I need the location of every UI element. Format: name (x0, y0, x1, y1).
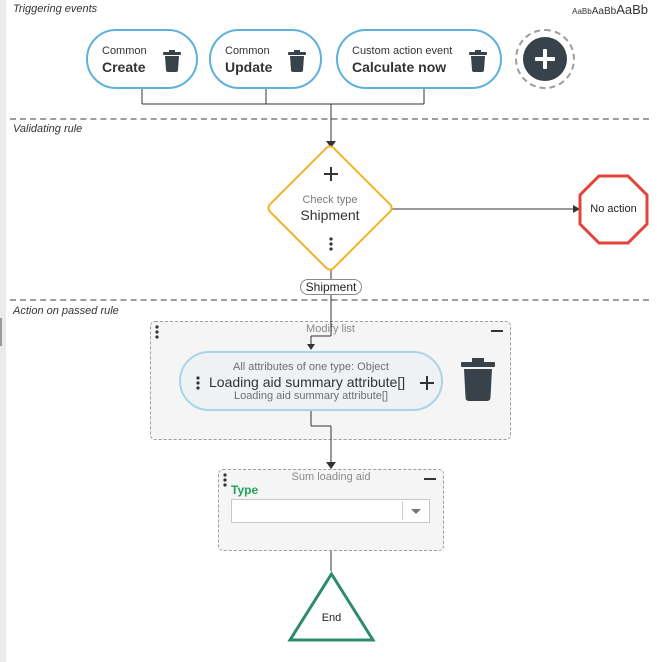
trash-icon[interactable] (288, 50, 306, 72)
branch-label: Shipment (300, 279, 362, 295)
end-node[interactable] (287, 571, 376, 643)
rule-label: Check type (302, 194, 358, 206)
font-size-small[interactable]: AaBb (572, 7, 592, 16)
more-options-icon[interactable] (196, 376, 200, 390)
event-update[interactable]: Common Update (209, 29, 322, 89)
type-select[interactable] (231, 499, 430, 523)
event-name: Update (225, 59, 273, 75)
event-calculate-now[interactable]: Custom action event Calculate now (336, 29, 502, 89)
drag-handle-icon[interactable] (223, 473, 227, 487)
section-label-action: Action on passed rule (13, 305, 119, 317)
section-label-validating: Validating rule (13, 123, 83, 135)
plus-icon[interactable] (324, 167, 338, 181)
font-size-control[interactable]: AaBbAaBbAaBb (572, 1, 648, 19)
collapse-icon[interactable] (491, 330, 503, 332)
sum-loading-aid-title: Sum loading aid (291, 471, 371, 483)
no-action-label: No action (590, 203, 637, 215)
event-create[interactable]: Common Create (86, 29, 198, 89)
trash-icon[interactable] (163, 50, 181, 72)
trash-icon[interactable] (461, 358, 495, 401)
event-category: Common (102, 45, 147, 57)
attribute-name: Loading aid summary attribute[] (209, 374, 406, 390)
attribute-type: All attributes of one type: Object (233, 361, 389, 373)
plus-icon (535, 49, 555, 69)
scroll-thumb[interactable] (0, 318, 2, 346)
left-scrollbar[interactable] (0, 0, 6, 662)
section-separator (10, 118, 649, 120)
event-category: Custom action event (352, 45, 453, 57)
event-category: Common (225, 45, 270, 57)
drag-handle-icon[interactable] (155, 325, 159, 339)
plus-icon[interactable] (420, 376, 434, 390)
attribute-node[interactable]: All attributes of one type: Object Loadi… (179, 351, 443, 411)
event-name: Create (102, 59, 146, 75)
font-size-large[interactable]: AaBb (616, 2, 648, 17)
collapse-icon[interactable] (424, 478, 436, 480)
section-label-triggering: Triggering events (13, 3, 98, 15)
font-size-medium[interactable]: AaBb (591, 6, 617, 17)
event-name: Calculate now (352, 59, 447, 75)
more-options-icon[interactable] (329, 237, 333, 251)
chevron-down-icon[interactable] (411, 509, 421, 514)
section-separator (10, 299, 649, 301)
no-action-node[interactable] (578, 174, 649, 245)
attribute-subtitle: Loading aid summary attribute[] (233, 390, 389, 402)
add-event-button[interactable] (515, 29, 575, 89)
type-field-label: Type (231, 483, 259, 497)
rule-value: Shipment (300, 207, 360, 223)
trash-icon[interactable] (469, 50, 487, 72)
end-label: End (321, 612, 342, 624)
